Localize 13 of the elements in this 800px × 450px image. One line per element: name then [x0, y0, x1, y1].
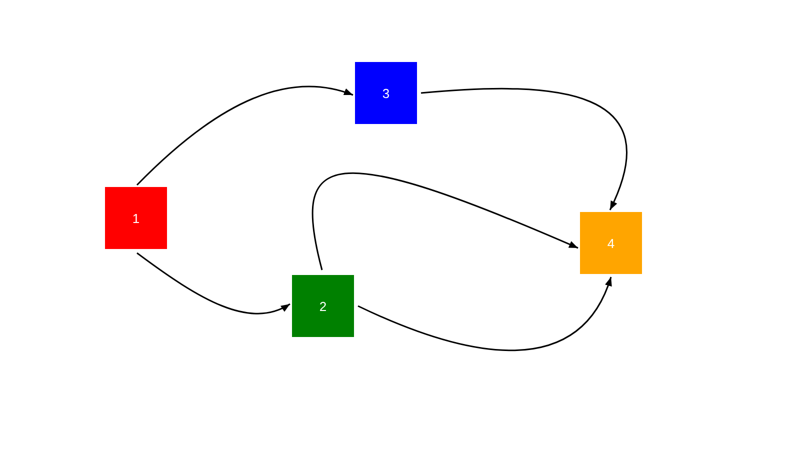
arrow: [358, 276, 612, 352]
arrow: [312, 172, 578, 270]
arrow: [136, 252, 290, 314]
square-node: [580, 212, 642, 274]
square-node: [355, 62, 417, 124]
arrow: [136, 86, 354, 186]
node-label: 2: [319, 298, 327, 314]
node-label: 3: [382, 86, 390, 100]
node-label: 4: [607, 236, 615, 250]
node-label: 1: [132, 210, 140, 226]
square-node: [292, 275, 354, 337]
square-node: [105, 187, 167, 249]
arrow: [420, 88, 628, 210]
